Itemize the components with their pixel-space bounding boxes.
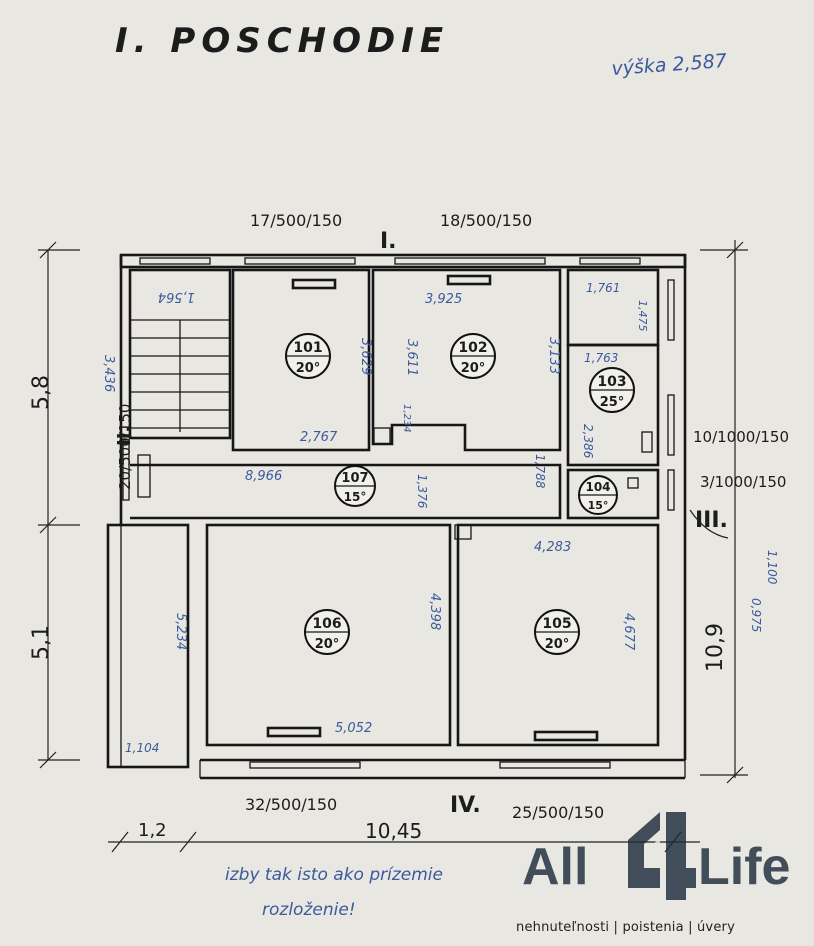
dim-bottom-total: 10,45	[365, 819, 422, 843]
dim-corridor-right: 1,788	[533, 454, 547, 489]
dim-103-mid: 1,763	[584, 351, 618, 365]
dim-102-notch: 1,234	[401, 404, 412, 433]
logo-text-left: All	[522, 838, 588, 896]
dim-left-lower: 5,1	[29, 625, 54, 660]
room-105: 105 20°	[534, 609, 580, 655]
dimension-lines	[38, 240, 748, 853]
left-side-label: II.	[114, 426, 135, 446]
window-label-bottom-left: 32/500/150	[245, 795, 337, 814]
dim-corridor-left: 8,966	[245, 469, 282, 484]
arrow-icon	[689, 509, 729, 539]
right-note-1: 1,100	[765, 550, 779, 585]
dim-101-side: 3,629	[358, 338, 373, 375]
logo-four-icon	[628, 812, 696, 900]
dim-balcony-side: 5,234	[173, 613, 188, 650]
room-temp: 20°	[296, 361, 321, 376]
interior-walls	[128, 268, 660, 747]
dim-102-right: 3,133	[546, 337, 561, 374]
logo-text-right: Life	[698, 838, 790, 896]
dim-103-side: 1,475	[636, 300, 649, 332]
all4life-logo: All Life	[520, 812, 810, 912]
room-temp: 20°	[315, 637, 340, 652]
windows	[122, 257, 675, 769]
room-106: 106 20°	[304, 609, 350, 655]
handwritten-note-line2: rozloženie!	[262, 900, 356, 920]
dim-106-bottom: 5,052	[335, 721, 372, 736]
room-temp: 25°	[600, 395, 625, 410]
window-label-top-right: 18/500/150	[440, 211, 532, 230]
room-number: 103	[597, 374, 626, 390]
room-number: 107	[341, 471, 368, 486]
plan-title: I. POSCHODIE	[115, 21, 449, 61]
dim-102-top: 3,925	[425, 292, 462, 307]
dim-103-lower: 2,386	[581, 424, 595, 459]
room-temp: 15°	[588, 499, 609, 512]
handwritten-note-line1: izby tak isto ako prízemie	[225, 865, 443, 885]
window-label-top-left: 17/500/150	[250, 211, 342, 230]
window-label-bottom-right: 25/500/150	[512, 803, 604, 822]
room-102: 102 20°	[450, 333, 496, 379]
room-number: 105	[542, 616, 571, 632]
outer-walls	[106, 253, 687, 780]
room-104: 104 15°	[578, 475, 618, 515]
room-number: 106	[312, 616, 341, 632]
room-number: 104	[585, 480, 610, 494]
footer-tagline: nehnuteľnosti | poistenia | úvery	[516, 920, 735, 935]
height-note: výška 2,587	[611, 50, 728, 80]
dim-corridor-mid: 1,376	[415, 474, 429, 509]
room-number: 101	[293, 340, 322, 356]
right-side-label: III.	[695, 508, 728, 533]
dim-103-top: 1,761	[586, 281, 620, 295]
bottom-side-label: IV.	[450, 793, 481, 818]
dim-balcony-bottom: 1,104	[125, 741, 159, 755]
window-label-right-lower: 3/1000/150	[700, 473, 786, 491]
entrance-label: I.	[380, 229, 397, 254]
window-label-right-upper: 10/1000/150	[693, 428, 789, 446]
dim-bottom-left: 1,2	[138, 820, 167, 841]
room-103: 103 25°	[589, 367, 635, 413]
room-dimensions: 1,564 3,436 3,629 2,767 3,925 3,611 3,13…	[101, 281, 779, 755]
right-note-2: 0,975	[749, 598, 763, 632]
dim-102-left: 3,611	[404, 339, 419, 376]
room-101: 101 20°	[285, 333, 331, 379]
room-107: 107 15°	[334, 465, 376, 507]
dim-106-side: 4,398	[427, 593, 442, 630]
window-label-left: 20/500/150	[116, 404, 134, 490]
dim-105-side: 4,677	[621, 613, 636, 651]
dim-stair-side: 3,436	[101, 355, 116, 392]
room-temp: 15°	[344, 490, 367, 504]
dim-105-top: 4,283	[534, 540, 571, 555]
dim-right-total: 10,9	[703, 623, 728, 672]
room-number: 102	[458, 340, 487, 356]
dim-stair-top: 1,564	[158, 289, 195, 304]
room-temp: 20°	[545, 637, 570, 652]
dim-left-upper: 5,8	[29, 375, 54, 410]
dim-101-bottom: 2,767	[300, 430, 338, 445]
room-temp: 20°	[461, 361, 486, 376]
